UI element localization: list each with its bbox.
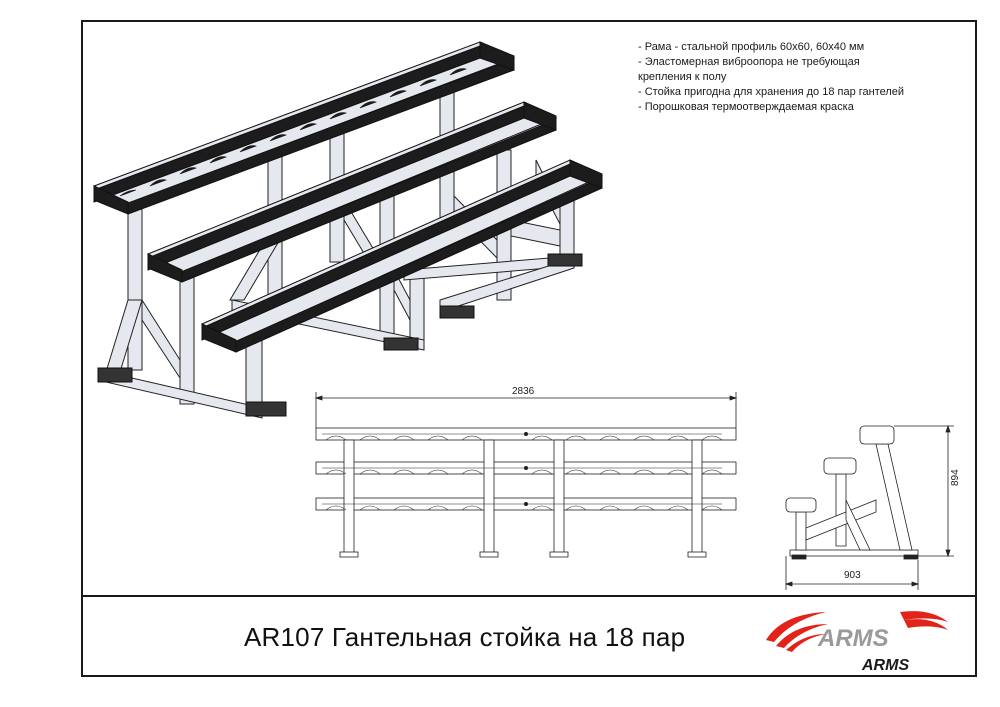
spec-line-frame: - Рама - стальной профиль 60х60, 60х40 м…	[638, 41, 865, 53]
depth-dimension: 903	[844, 570, 861, 581]
spec-line-capacity: - Стойка пригодна для хранения до 18 пар…	[638, 86, 905, 98]
spec-line-paint: - Порошковая термоотверждаемая краска	[638, 101, 854, 113]
arms-logo-lettering: ARMS ARMS	[817, 611, 948, 674]
sheet-frame	[81, 20, 977, 677]
spec-line-feet: - Эластомерная виброопора не требующая	[638, 56, 860, 68]
svg-text:ARMS: ARMS	[817, 625, 889, 652]
length-dimension: 2836	[512, 386, 535, 397]
spec-list: - Рама - стальной профиль 60х60, 60х40 м…	[638, 40, 973, 115]
title-block-divider	[81, 595, 977, 597]
drawing-title: AR107 Гантельная стойка на 18 пар	[244, 622, 686, 652]
svg-text:ARMS: ARMS	[861, 657, 909, 674]
spec-line-feet-cont: крепления к полу	[638, 71, 727, 83]
arms-logo-swoosh-icon	[766, 612, 828, 652]
